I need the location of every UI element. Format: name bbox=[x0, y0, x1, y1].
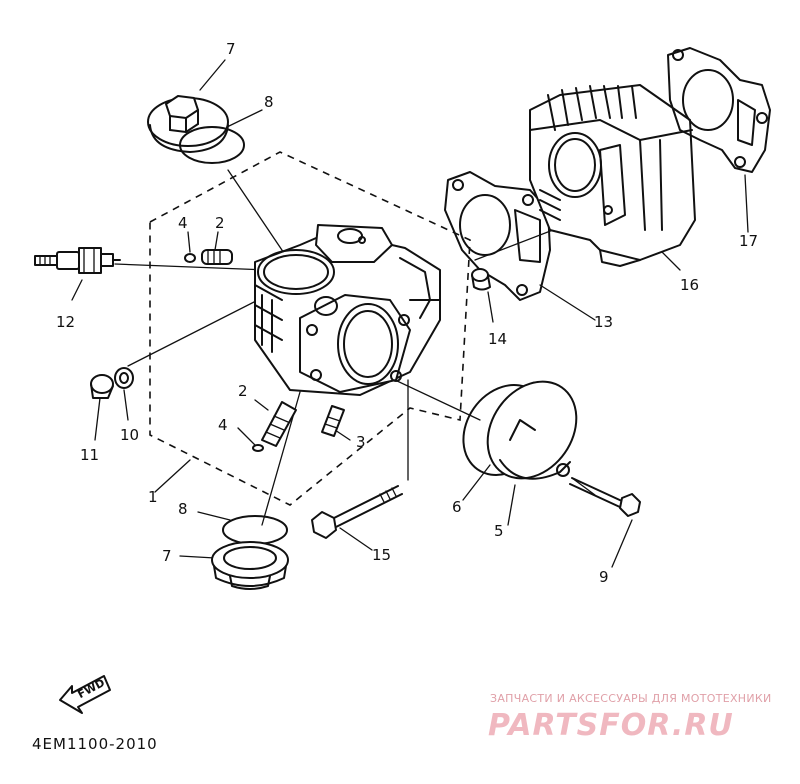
callout-label: 10 bbox=[120, 426, 139, 444]
callout-label: 15 bbox=[372, 546, 391, 564]
callout-labels: 7 8 4 2 12 2 4 3 10 11 1 8 7 15 6 5 9 14… bbox=[56, 40, 758, 586]
callout-label: 2 bbox=[238, 382, 248, 400]
diagram-code: 4EM1100-2010 bbox=[32, 735, 158, 753]
assembly-boundary bbox=[149, 151, 471, 506]
stud-bolt-upper bbox=[201, 249, 233, 265]
tappet-cap-upper bbox=[147, 95, 229, 153]
tappet-cap-lower bbox=[211, 541, 289, 590]
watermark-brand: PARTSFOR.RU bbox=[488, 708, 734, 743]
stud-bolt-lower bbox=[321, 405, 345, 437]
o-ring-lower bbox=[222, 515, 288, 545]
o-ring-small-lower bbox=[252, 444, 264, 452]
dowel-pin-lower bbox=[261, 401, 297, 447]
watermark-tagline: ЗАПЧАСТИ И АКСЕССУАРЫ ДЛЯ МОТОТЕХНИКИ bbox=[490, 692, 772, 705]
callout-label: 4 bbox=[178, 214, 188, 232]
watermark: ЗАПЧАСТИ И АКСЕССУАРЫ ДЛЯ МОТОТЕХНИКИ PA… bbox=[488, 692, 772, 743]
callout-label: 11 bbox=[80, 446, 99, 464]
through-bolt bbox=[311, 485, 403, 539]
side-cover bbox=[486, 380, 578, 480]
washer bbox=[114, 367, 134, 389]
callout-label: 4 bbox=[218, 416, 228, 434]
callout-label: 3 bbox=[356, 433, 366, 451]
callout-label: 8 bbox=[178, 500, 188, 518]
callout-label: 7 bbox=[162, 547, 172, 565]
callout-label: 1 bbox=[148, 488, 158, 506]
cylinder-gasket bbox=[444, 171, 551, 301]
o-ring-upper bbox=[179, 126, 245, 164]
callout-label: 16 bbox=[680, 276, 699, 294]
callout-label: 6 bbox=[452, 498, 462, 516]
callout-label: 5 bbox=[494, 522, 504, 540]
callout-label: 8 bbox=[264, 93, 274, 111]
o-ring-small-upper bbox=[184, 253, 196, 263]
callout-label: 2 bbox=[215, 214, 225, 232]
cylinder bbox=[529, 84, 696, 267]
callout-label: 13 bbox=[594, 313, 613, 331]
cylinder-head bbox=[254, 224, 441, 396]
spark-plug bbox=[34, 247, 121, 274]
callout-label: 12 bbox=[56, 313, 75, 331]
forward-direction-arrow: FWD bbox=[59, 675, 111, 714]
cylinder-base-gasket bbox=[667, 47, 771, 173]
callout-label: 14 bbox=[488, 330, 507, 348]
dowel-pin bbox=[471, 268, 491, 291]
callout-label: 17 bbox=[739, 232, 758, 250]
callout-label: 9 bbox=[599, 568, 609, 586]
callout-label: 7 bbox=[226, 40, 236, 58]
drain-plug bbox=[90, 374, 114, 399]
cover-bolt bbox=[569, 477, 641, 517]
